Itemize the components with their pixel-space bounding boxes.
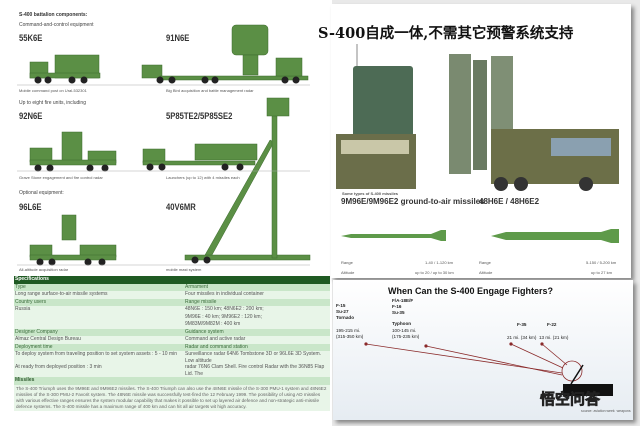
- section-c2: Command-and-control equipment: [19, 22, 94, 28]
- label: Range: [341, 260, 353, 265]
- watermark: 悟空问答: [540, 391, 601, 409]
- table-row: Almaz Central Design Bureau Command and a…: [14, 336, 330, 344]
- group-4-names: F-22: [547, 322, 557, 327]
- code-5p85: 5P85TE2/5P85SE2: [166, 111, 233, 121]
- cell: Type: [15, 283, 26, 290]
- table-row: Designer Company Guidance system: [14, 328, 330, 336]
- vehicle-illustrations: [17, 24, 311, 266]
- caption: Big Bird acquisition and battle manageme…: [166, 88, 254, 93]
- table-row: At ready from deployed position : 3 min r…: [14, 364, 330, 377]
- missile-drawings: [341, 229, 619, 243]
- source-credit: source: aviation week weapons: [581, 409, 631, 413]
- table-row: 9M83M/9M82M : 400 km: [14, 321, 330, 329]
- code-91n6e: 91N6E: [166, 33, 190, 43]
- cell: Russia: [15, 306, 31, 312]
- vehicle-91n6e: [141, 24, 309, 81]
- spec-title: Specifications: [15, 276, 49, 282]
- spec-title-row: Specifications: [14, 276, 330, 284]
- fighters-title: When Can the S-400 Engage Fighters?: [388, 286, 554, 296]
- cell: 9M96E : 40 km; 9M96E2 : 120 km;: [185, 313, 262, 320]
- missiles-card: Some types of S-400 missiles 9M96E/9M96E…: [331, 4, 631, 278]
- value: 5-150 / 5-200 km: [586, 260, 617, 265]
- value: up to 20 / up to 30 km: [415, 270, 454, 275]
- caption: All-altitude acquisition radar: [19, 267, 69, 272]
- code-55k6e: 55K6E: [19, 33, 43, 43]
- group-2-range: 100-145 mi. (175-235 km): [392, 328, 420, 339]
- group-1-names: F-15 Su-27 Tornado: [336, 303, 355, 320]
- table-row: Russia 48N6E : 150 km; 48N6E2 : 200 km;: [14, 306, 330, 314]
- code-92n6e: 92N6E: [19, 111, 43, 121]
- cell: Deployment time: [15, 343, 53, 350]
- cell: Long range surface-to-air missile system…: [15, 291, 108, 297]
- group-2-sub: Typhoon: [392, 321, 412, 326]
- group-3-range: 21 mi. (34 km): [507, 335, 537, 340]
- heading: S-400 battalion components:: [19, 12, 88, 18]
- missile-48n6e: [491, 229, 619, 243]
- page-title: S-400自成一体,不需其它预警系统支持: [318, 25, 574, 42]
- cell: To deploy system from traveling position…: [15, 351, 178, 357]
- vehicle-5p85: [142, 143, 258, 166]
- cell: Surveillance radar 64N6 Tombstone 3D or …: [185, 351, 322, 364]
- cell: Guidance system: [185, 328, 224, 335]
- group-2-names: F/A-18E/F F-16 Su-35: [392, 298, 414, 315]
- caption: mobile mast system: [166, 267, 202, 272]
- engagement-lines: [364, 342, 613, 396]
- vehicle-92n6e: [29, 131, 117, 166]
- missiles-caption: Some types of S-400 missiles: [342, 191, 399, 196]
- cell: Country users: [15, 298, 47, 305]
- label: Altitude: [479, 270, 493, 275]
- cell: radar 76N6 Clam Shell. Fire control Rada…: [185, 364, 325, 377]
- cell: Radar and command station: [185, 343, 248, 350]
- cell: Range missile: [185, 298, 217, 305]
- cell: 9M83M/9M82M : 400 km: [185, 321, 241, 327]
- label: Range: [479, 260, 491, 265]
- cell: Missiles: [15, 377, 35, 383]
- section-opt: Optional equipment:: [19, 190, 64, 196]
- cell: Command and active radar: [185, 336, 246, 342]
- label: Altitude: [341, 270, 355, 275]
- cell: Four missiles in individual container: [185, 291, 264, 297]
- value: 1-40 / 1-120 km: [425, 260, 454, 265]
- vehicle-55k6e: [29, 54, 101, 79]
- missile-1-name: 9M96E/9M96E2 ground-to-air missiles: [341, 197, 485, 206]
- table-row: Missiles: [14, 377, 330, 385]
- specifications-table: Specifications Type Armament Long range s…: [14, 276, 330, 411]
- cell: 48N6E : 150 km; 48N6E2 : 200 km;: [185, 306, 264, 312]
- fighters-card: When Can the S-400 Engage Fighters? F-15…: [333, 280, 633, 420]
- value: up to 27 km: [591, 270, 612, 275]
- table-row: 9M96E : 40 km; 9M96E2 : 120 km;: [14, 313, 330, 321]
- cell: Almaz Central Design Bureau: [15, 336, 81, 342]
- cell: At ready from deployed position : 3 min: [15, 364, 102, 370]
- photo-vehicles: [331, 44, 631, 194]
- vehicle-96l6e: [29, 214, 117, 261]
- vehicle-40v6mr: [184, 97, 311, 261]
- table-row: Long range surface-to-air missile system…: [14, 291, 330, 299]
- group-1-range: 195-215 mi. (315-350 km): [336, 328, 364, 339]
- table-row: To deploy system from traveling position…: [14, 351, 330, 364]
- caption: Launchers (up to 12) with 4 missiles eac…: [166, 175, 240, 180]
- table-row: Country users Range missile: [14, 298, 330, 306]
- section-fire: Up to eight fire units, including: [19, 100, 86, 106]
- group-4-range: 13 mi. (21 km): [539, 335, 569, 340]
- code-96l6e: 96L6E: [19, 202, 42, 212]
- cell: Armament: [185, 283, 209, 290]
- table-row: Deployment time Radar and command station: [14, 343, 330, 351]
- caption: Mobile command post on Ural-532301: [19, 88, 87, 93]
- missiles-text: The S-400 Triumph uses the 9M96E and 9M9…: [14, 384, 330, 411]
- missile-9m96e: [341, 230, 446, 241]
- caption: Grave Stone engagement and fire control …: [19, 175, 103, 180]
- cell: Designer Company: [15, 328, 58, 335]
- missile-2-name: 48H6E / 48H6E2: [479, 197, 540, 206]
- code-40v6mr: 40V6MR: [166, 202, 196, 212]
- table-row: Type Armament: [14, 283, 330, 291]
- group-3-names: F-35: [517, 322, 527, 327]
